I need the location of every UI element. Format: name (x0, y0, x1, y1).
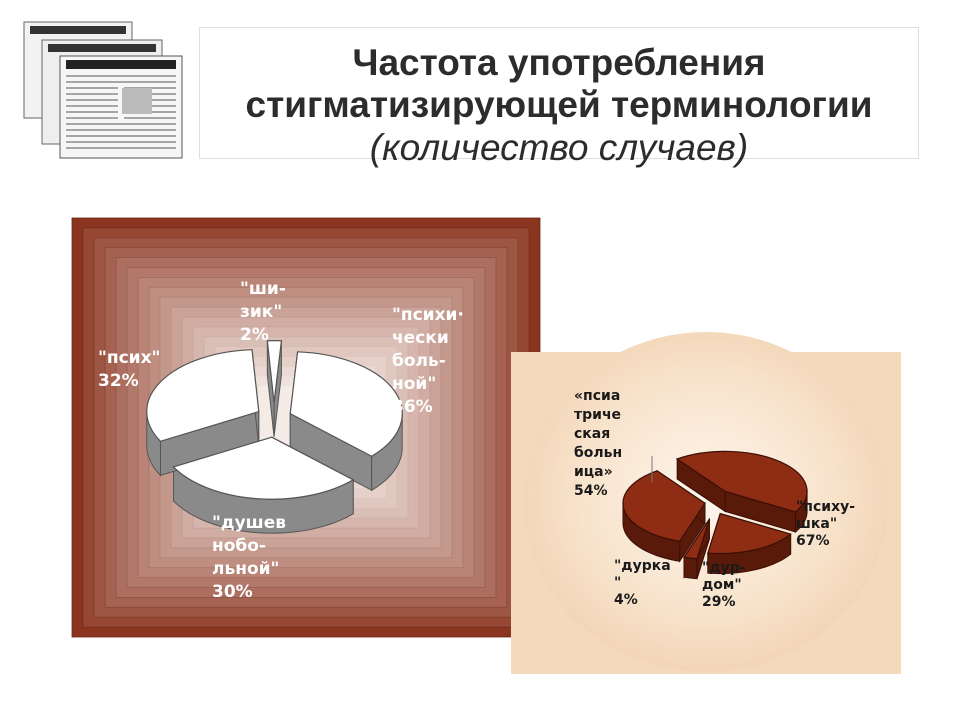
chart1-slice-4 (146, 349, 260, 442)
chart2-panel (511, 332, 901, 674)
chart1-label-psikh-bolnoy: "психи· чески боль-ной" 36% (392, 305, 464, 417)
chart1-slice-3 (172, 436, 355, 500)
chart1-label-dushevnobolnoy: "душев нобо-льной" 30% (212, 513, 286, 602)
title-line-2: стигматизирующей терминологии (245, 84, 873, 125)
chart1-label-shizik-line: "ши- (240, 279, 286, 299)
chart2-slice-2 (675, 450, 808, 513)
chart2-label-psikh-bolnitsa-line: 54% (574, 483, 608, 499)
chart1-label-psikh-line: "псих" (98, 348, 160, 368)
chart2-slice-4 (683, 518, 710, 560)
chart1-label-psikh-bolnoy-line: чески (392, 328, 449, 348)
chart2-label-psikhushka-line: 67% (796, 533, 830, 549)
chart1-label-psikh-bolnoy-line: ной" (392, 374, 436, 394)
chart1-label-dushevnobolnoy-line: льной" (212, 559, 279, 579)
title-line-1: Частота употребления (352, 42, 766, 83)
chart2-label-durka-line: " (614, 575, 621, 591)
chart1-labels: "псих" 32% "ши-зик" 2% "психи· чески боль-ной"… (98, 279, 464, 602)
chart1-slice-2 (289, 351, 403, 457)
chart2-label-durka-line: 4% (614, 592, 638, 608)
chart1-label-shizik: "ши-зик" 2% (240, 279, 286, 345)
chart1-label-shizik-line: 2% (240, 325, 269, 345)
chart1-label-psikh-bolnoy-line: боль- (392, 351, 446, 371)
chart2-label-durdom-line: 29% (702, 594, 736, 610)
chart2-label-durdom: "дур-дом"29% (702, 560, 746, 610)
chart2-label-psikhushka-line: шка" (796, 516, 837, 532)
chart2-labels: «псиа триче ская больн ица» 54% "психу-шка"67%… (574, 388, 855, 610)
chart1-label-shizik-line: зик" (240, 302, 282, 322)
title-box: Частота употребления стигматизирующей те… (199, 27, 919, 168)
chart1-label-psikh-bolnoy-line: 36% (392, 397, 433, 417)
chart1-label-dushevnobolnoy-line: нобо- (212, 536, 266, 556)
chart1-label-psikh-line: 32% (98, 371, 139, 391)
chart1-label-dushevnobolnoy-line: "душев (212, 513, 286, 533)
chart2-slice-1 (622, 470, 706, 542)
chart1-slice-1 (266, 340, 283, 403)
title-subtitle: (количество случаев) (369, 127, 749, 168)
chart2-pie (622, 450, 808, 580)
chart2-label-psikh-bolnitsa-line: ская (574, 426, 610, 442)
chart1-label-psikh-bolnoy-line: "психи· (392, 305, 464, 325)
chart1-label-dushevnobolnoy-line: 30% (212, 582, 253, 602)
chart2-label-psikh-bolnitsa-line: ица» (574, 464, 613, 480)
chart2-label-psikh-bolnitsa-line: триче (574, 407, 621, 423)
chart2-label-psikh-bolnitsa: «псиа триче ская больн ица» 54% (574, 388, 622, 499)
chart2-label-durka-line: "дурка (614, 558, 671, 574)
chart2-label-psikh-bolnitsa-line: больн (574, 445, 622, 461)
chart2-label-psikh-bolnitsa-line: «псиа (574, 388, 620, 404)
chart2-label-psikhushka: "психу-шка"67% (796, 499, 855, 549)
chart2-label-durdom-line: дом" (702, 577, 742, 593)
chart1-pie (146, 340, 403, 534)
chart2-label-durdom-line: "дур- (702, 560, 746, 576)
chart2-label-psikhushka-line: "психу- (796, 499, 855, 515)
chart2-slice-3 (707, 512, 792, 555)
chart1-label-psikh: "псих" 32% (98, 348, 160, 391)
chart2-label-durka: "дурка"4% (614, 558, 671, 608)
newspaper-image (23, 21, 183, 159)
chart2-slice-4-wall (683, 556, 698, 580)
